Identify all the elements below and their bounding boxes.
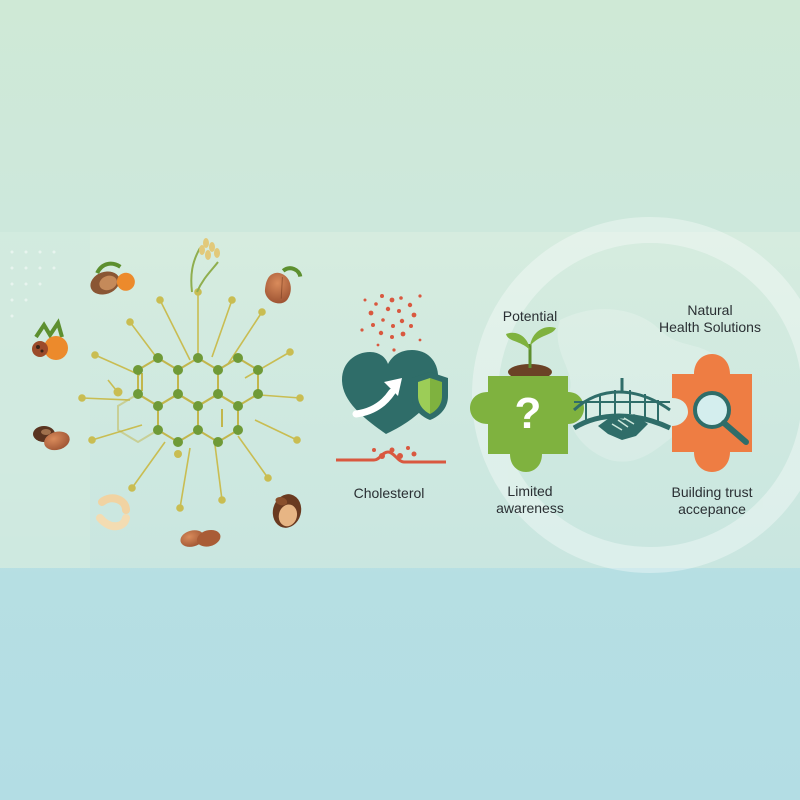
potential-label: Potential — [502, 308, 558, 324]
awareness-label: awareness — [496, 500, 564, 516]
health-solutions-label: Health Solutions — [659, 319, 761, 335]
nut-icon — [96, 494, 130, 531]
left-band — [0, 232, 90, 568]
molecule-rays — [78, 288, 304, 512]
nut-icon — [272, 494, 302, 528]
plaque-icon — [336, 446, 446, 464]
swirl-particles-icon — [360, 294, 422, 352]
question-mark: ? — [515, 389, 542, 438]
puzzle-piece-icon: ? — [470, 376, 584, 472]
acceptance-label: accepance — [678, 501, 746, 517]
dot-texture — [10, 250, 56, 318]
building-trust-label: Building trust — [671, 484, 753, 500]
handshake-icon — [598, 414, 648, 440]
nut-icon — [264, 266, 303, 304]
rice-stalk-icon — [190, 238, 220, 293]
natural-label: Natural — [687, 302, 733, 318]
nut-icon — [180, 529, 221, 547]
magnifier-icon — [693, 391, 749, 445]
bridge-icon — [572, 378, 672, 431]
nut-icon — [33, 426, 70, 451]
molecule-nodes — [113, 353, 263, 458]
shield-icon — [412, 372, 448, 420]
nut-icon — [90, 261, 135, 295]
arrow-icon — [352, 378, 402, 418]
cholesterol-label: Cholesterol — [354, 485, 425, 501]
nut-icon — [32, 318, 68, 360]
limited-label: Limited — [507, 483, 553, 499]
